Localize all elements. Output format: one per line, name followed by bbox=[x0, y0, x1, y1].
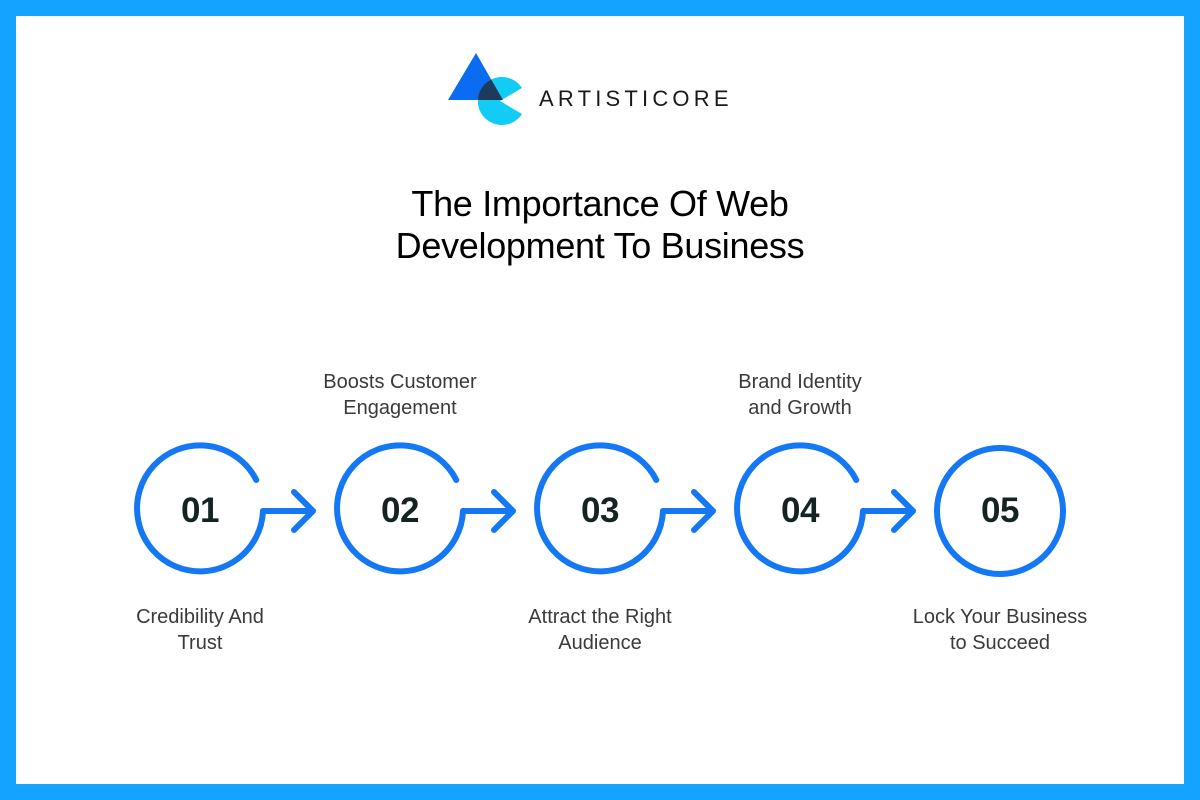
step-5-ring bbox=[934, 445, 1066, 577]
step-5-number: 05 bbox=[981, 491, 1019, 530]
step-1-ring-with-arrow bbox=[134, 442, 316, 575]
step-5-label: Lock Your Business to Succeed bbox=[880, 604, 1120, 656]
step-2-number: 02 bbox=[381, 491, 419, 530]
step-3-label-line-2: Audience bbox=[558, 632, 642, 654]
step-2-label-line-2: Engagement bbox=[343, 397, 457, 419]
title-line-1: The Importance Of Web bbox=[411, 183, 789, 224]
step-4-label: Brand Identity and Growth bbox=[680, 369, 920, 421]
step-2-label-line-1: Boosts Customer bbox=[323, 371, 477, 393]
step-2-ring-with-arrow bbox=[334, 442, 516, 575]
step-3-label: Attract the Right Audience bbox=[480, 604, 720, 656]
infographic-canvas bbox=[16, 16, 1184, 784]
step-3-ring-with-arrow bbox=[534, 442, 716, 575]
step-5-label-line-1: Lock Your Business bbox=[912, 606, 1088, 628]
brand-name: ARTISTICORE bbox=[539, 86, 733, 111]
step-1-label-line-1: Credibility And bbox=[136, 606, 264, 628]
step-1-number: 01 bbox=[181, 491, 219, 530]
step-1-label-line-2: Trust bbox=[177, 632, 223, 654]
step-3-label-line-1: Attract the Right bbox=[528, 606, 672, 628]
step-2-label: Boosts Customer Engagement bbox=[280, 369, 520, 421]
step-4-number: 04 bbox=[781, 491, 819, 530]
step-4-label-line-2: and Growth bbox=[748, 397, 852, 419]
page-title: The Importance Of Web Development To Bus… bbox=[0, 183, 1200, 267]
step-5-label-line-2: to Succeed bbox=[949, 632, 1051, 654]
step-4-ring-with-arrow bbox=[734, 442, 916, 575]
step-1-label: Credibility And Trust bbox=[80, 604, 320, 656]
step-3-number: 03 bbox=[581, 491, 619, 530]
triangle-circle-logo-icon bbox=[448, 53, 522, 125]
step-4-label-line-1: Brand Identity bbox=[738, 371, 862, 393]
title-line-2: Development To Business bbox=[395, 225, 805, 266]
brand-logo: ARTISTICORE bbox=[447, 50, 757, 130]
